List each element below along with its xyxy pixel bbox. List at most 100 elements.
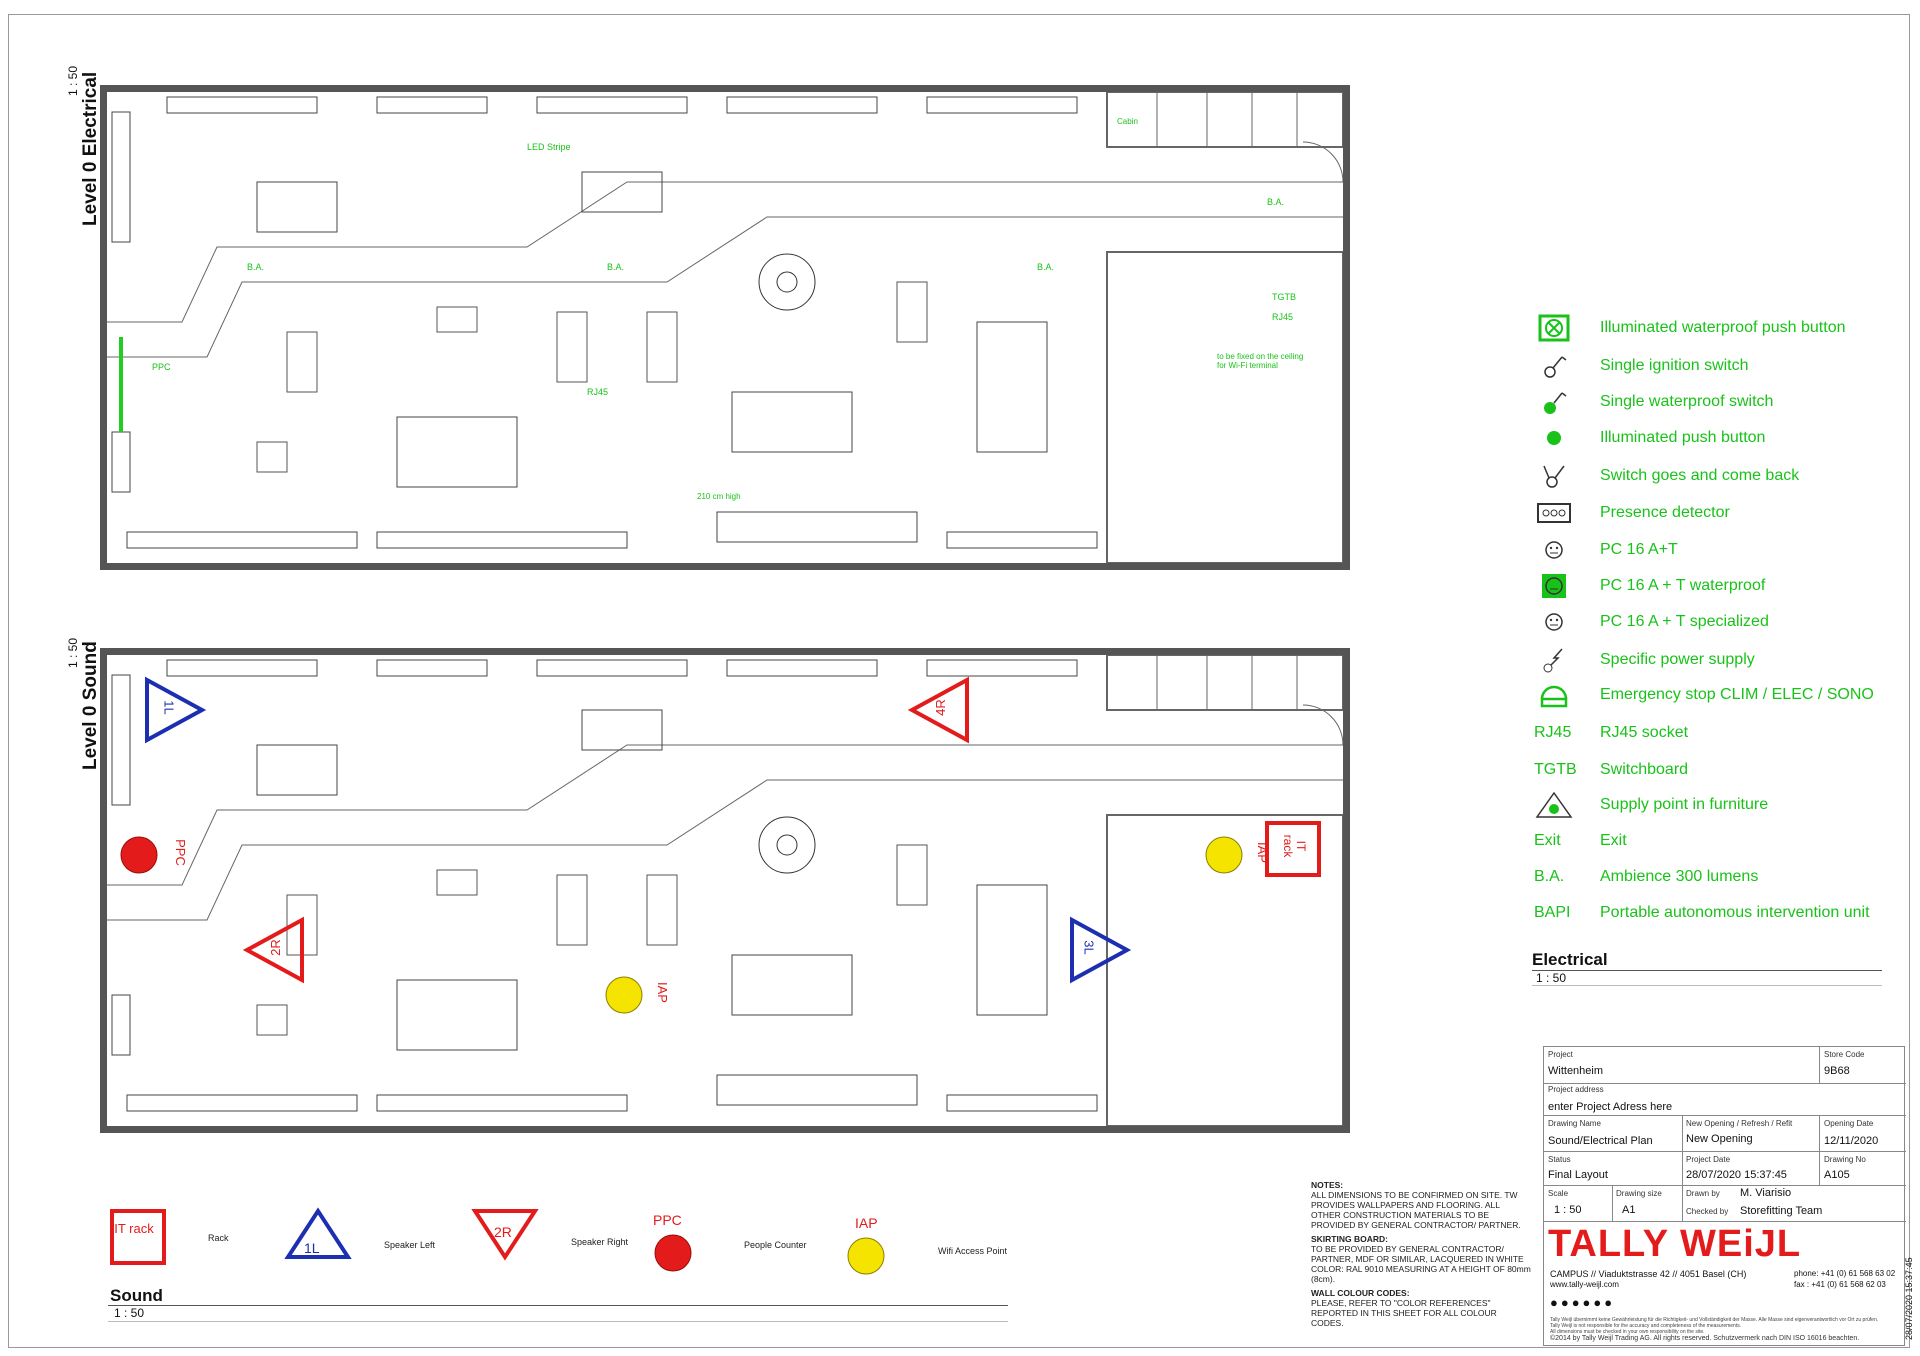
project-date-label: Project Date — [1686, 1155, 1731, 1164]
it-rack-plan-label: IT rack — [1281, 834, 1308, 858]
ceiling-note: to be fixed on the ceiling for Wi-Fi ter… — [1217, 352, 1304, 370]
company-phone: phone: +41 (0) 61 568 63 02 — [1794, 1269, 1896, 1278]
legend-wifi-label: Wifi Access Point — [938, 1246, 1008, 1256]
checked-by-value: Storefitting Team — [1740, 1205, 1823, 1217]
specialized-socket-icon — [1534, 607, 1574, 637]
company-fax: fax : +41 (0) 61 568 62 03 — [1794, 1280, 1886, 1289]
store-code-value: 9B68 — [1824, 1065, 1850, 1077]
rj45-label-b: RJ45 — [587, 387, 609, 397]
legend-row: TGTB Switchboard — [1534, 757, 1688, 783]
legend-rack-label: Rack — [208, 1233, 229, 1243]
legend-label: Presence detector — [1600, 504, 1730, 521]
it-rack-icon — [1265, 821, 1321, 877]
led-stripe-label: LED Stripe — [527, 142, 571, 152]
legend-label: Ambience 300 lumens — [1600, 868, 1759, 885]
legend-speaker-left-mark: 1L — [304, 1240, 320, 1256]
store-code-label: Store Code — [1824, 1050, 1865, 1059]
scale-value: 1 : 50 — [1554, 1204, 1582, 1216]
cabin-label: Cabin — [1117, 117, 1138, 126]
speaker-2r-icon — [242, 916, 304, 984]
speaker-4r-icon — [907, 676, 969, 744]
legend-row: Single waterproof switch — [1534, 389, 1773, 415]
sound-legend-title: Sound — [110, 1286, 163, 1305]
drawn-by-value: M. Viarisio — [1740, 1187, 1792, 1199]
size-label: Drawing size — [1616, 1189, 1662, 1198]
drawing-no-value: A105 — [1824, 1169, 1850, 1181]
opening-date-value: 12/11/2020 — [1824, 1135, 1879, 1147]
wall-colour-heading: WALL COLOUR CODES: — [1311, 1288, 1410, 1298]
legend-row: PC 16 A + T specialized — [1534, 607, 1769, 637]
legend-label: PC 16 A+T — [1600, 541, 1678, 558]
iap-plan-label-2: IAP — [1254, 842, 1270, 863]
speaker-3l-label: 3L — [1081, 940, 1097, 955]
legend-label: Switch goes and come back — [1600, 467, 1800, 484]
ba-label-4: B.A. — [1267, 197, 1285, 207]
electrical-plan-drawing — [107, 92, 1343, 563]
drawn-by-label: Drawn by — [1686, 1189, 1720, 1198]
legend-people-counter-mark: PPC — [653, 1212, 682, 1228]
power-supply-icon — [1534, 645, 1574, 675]
status-value: Final Layout — [1548, 1169, 1608, 1181]
opening-type-value: New Opening — [1686, 1133, 1753, 1145]
electrical-legend-title: Electrical — [1532, 950, 1608, 969]
legend-speaker-right-mark: 2R — [494, 1224, 512, 1240]
ba-label-1: B.A. — [247, 262, 265, 272]
sound-floor-plan: 1L 4R 2R 3L PPC IAP IAP IT rack — [100, 648, 1350, 1133]
legend-people-counter-icon — [654, 1234, 692, 1272]
title-block: Project Wittenheim Store Code 9B68 Proje… — [1543, 1046, 1906, 1346]
legend-label: PC 16 A + T specialized — [1600, 613, 1769, 630]
socket-icon — [1534, 535, 1574, 565]
electrical-plan-title: Level 0 Electrical — [80, 71, 101, 226]
speaker-2r-label: 2R — [267, 939, 283, 956]
rj45-label-a: RJ45 — [1272, 312, 1294, 322]
print-timestamp: 28/07/2020 15:37:45 — [1904, 1257, 1914, 1340]
legend-row: PC 16 A + T waterproof — [1534, 573, 1765, 599]
legend-speaker-right-label: Speaker Right — [571, 1237, 629, 1247]
legend-row: Single ignition switch — [1534, 351, 1749, 381]
skirting-text: TO BE PROVIDED BY GENERAL CONTRACTOR/ PA… — [1311, 1244, 1531, 1284]
company-web: www.tally-weijl.com — [1550, 1280, 1619, 1289]
sound-plan-drawing — [107, 655, 1343, 1126]
size-value: A1 — [1622, 1204, 1636, 1216]
speaker-4r-label: 4R — [932, 699, 948, 716]
legend-code: TGTB — [1534, 761, 1577, 778]
legend-label: Single ignition switch — [1600, 357, 1749, 374]
filled-dot-icon — [1534, 423, 1574, 453]
project-label: Project — [1548, 1050, 1573, 1059]
ba-label-3: B.A. — [1037, 262, 1055, 272]
single-switch-icon — [1534, 351, 1574, 381]
speaker-3l-icon — [1070, 916, 1132, 984]
legend-row: Presence detector — [1534, 500, 1730, 526]
social-icons[interactable]: ●●●●●● — [1550, 1295, 1616, 1310]
legend-rack-icon — [110, 1209, 166, 1265]
two-way-switch-icon — [1534, 461, 1574, 491]
drawing-name-value: Sound/Electrical Plan — [1548, 1135, 1653, 1147]
drawing-sheet — [8, 14, 1910, 1348]
address-value: enter Project Adress here — [1548, 1101, 1673, 1113]
status-label: Status — [1548, 1155, 1571, 1164]
iap-dot-icon-1 — [605, 976, 643, 1014]
legend-label: Illuminated push button — [1600, 429, 1766, 446]
ppc-label: PPC — [152, 362, 171, 372]
drawing-name-label: Drawing Name — [1548, 1119, 1601, 1128]
supply-triangle-icon — [1534, 790, 1574, 820]
legend-label: Switchboard — [1600, 761, 1689, 778]
sound-legend-symbols — [110, 1207, 692, 1272]
legend-rack-mark: IT rack — [114, 1221, 154, 1236]
legend-label: Supply point in furniture — [1600, 796, 1769, 813]
legend-code: RJ45 — [1534, 724, 1572, 741]
boxed-x-icon — [1534, 313, 1574, 343]
legend-row: Specific power supply — [1534, 645, 1755, 675]
legend-people-counter-label: People Counter — [744, 1240, 807, 1250]
sound-plan-scale: 1 : 50 — [66, 637, 80, 668]
opening-type-label: New Opening / Refresh / Refit — [1686, 1119, 1793, 1128]
legend-row: PC 16 A+T — [1534, 535, 1678, 565]
legend-label: Single waterproof switch — [1600, 393, 1774, 410]
emergency-stop-icon — [1534, 680, 1574, 710]
notes-block: NOTES: ALL DIMENSIONS TO BE CONFIRMED ON… — [1311, 1176, 1531, 1328]
scale-label: Scale — [1548, 1189, 1569, 1198]
ppc-plan-label: PPC — [172, 839, 188, 866]
disclaimer-1: Tally Weijl übernimmt keine Gewährleistu… — [1550, 1317, 1879, 1323]
legend-speaker-left-icon — [284, 1207, 352, 1259]
